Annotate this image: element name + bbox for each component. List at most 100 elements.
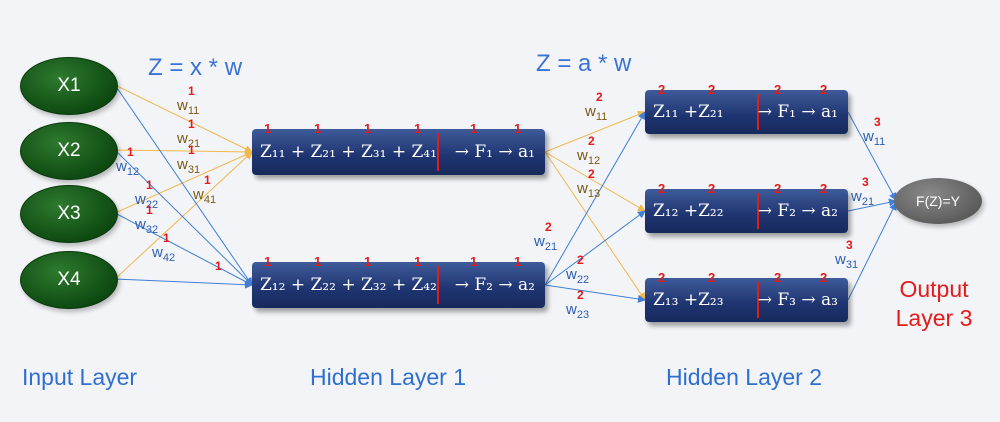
weight-symbol: w — [177, 130, 188, 147]
weight-layer-mark: 1 — [146, 178, 153, 192]
hidden-layer-1-label: Hidden Layer 1 — [310, 364, 466, 390]
input-node-x2: X2 — [20, 122, 118, 180]
weight-symbol: w — [116, 158, 127, 175]
input-layer-label: Input Layer — [22, 364, 138, 390]
neuron-activation: → F₂ → a₂ — [757, 201, 838, 221]
neuron-sum-terms: Z₁₂ + Z₂₂ + Z₃₂ + Z₄₂ — [260, 275, 437, 295]
weight-layer-mark-loose: 1 — [215, 259, 222, 273]
edge-x3-h1n2 — [114, 212, 253, 286]
weight-label-l2-w11: w11 2 — [585, 90, 608, 123]
weight-symbol: w — [577, 147, 588, 164]
layer2-term-mark: 2 — [774, 181, 782, 196]
weight-symbol: w — [152, 244, 163, 261]
layer1-term-mark: 1 — [314, 121, 322, 136]
weight-layer-mark: 2 — [577, 253, 584, 267]
weight-symbol: w — [566, 301, 577, 318]
weight-label-l2-w13: w13 2 — [577, 167, 601, 200]
layer1-term-mark: 1 — [514, 121, 522, 136]
weight-label-l3-w31: w31 3 — [835, 238, 859, 271]
weight-layer-mark: 2 — [545, 220, 552, 234]
weight-symbol: w — [135, 191, 146, 208]
edge-x1-h1n1 — [114, 84, 253, 153]
weight-layer-mark: 2 — [588, 134, 595, 148]
neuron-activation: → F₁ → a₁ — [454, 142, 535, 162]
weight-layer-mark: 1 — [127, 145, 134, 159]
weight-layer-mark: 1 — [204, 173, 211, 187]
neuron-sum-terms: Z₁₁ + Z₂₁ + Z₃₁ + Z₄₁ — [260, 142, 437, 162]
layer2-term-mark: 2 — [658, 270, 666, 285]
edge-h2n2-out — [847, 198, 897, 212]
formula-layer1: Z = x * w — [148, 54, 243, 81]
weight-label-l2-w12: w12 2 — [577, 134, 601, 167]
weight-symbol: w — [835, 251, 846, 268]
weight-index: 11 — [595, 111, 608, 123]
layer2-term-mark: 2 — [820, 181, 828, 196]
hidden1-neuron-1: Z₁₁ + Z₂₁ + Z₃₁ + Z₄₁ → F₁ → a₁ — [252, 129, 545, 175]
edge-h1n2-h2n2 — [544, 210, 646, 286]
edge-x2-h1n2 — [114, 149, 253, 286]
weight-symbol: w — [577, 180, 588, 197]
layer2-term-mark: 2 — [774, 82, 782, 97]
input-node-x4: X4 — [20, 251, 118, 309]
layer2-term-mark: 2 — [820, 82, 828, 97]
activation-divider — [757, 282, 759, 318]
weight-index: 31 — [845, 259, 859, 271]
output-layer-label: Output Layer 3 — [884, 275, 984, 333]
activation-divider — [757, 94, 759, 130]
neuron-sum-terms: Z₁₃ +Z₂₃ — [653, 290, 724, 310]
weight-index: 42 — [162, 252, 176, 264]
edge-x3-h1n1 — [114, 151, 253, 214]
layer1-term-mark: 1 — [264, 254, 272, 269]
edge-x4-h1n1 — [114, 151, 253, 280]
weight-index: 11 — [873, 136, 886, 148]
neuron-sum-terms: Z₁₁ +Z₂₁ — [653, 102, 724, 122]
neuron-activation: → F₃ → a₃ — [757, 290, 838, 310]
weight-layer-mark: 2 — [588, 167, 595, 181]
layer1-term-mark: 1 — [364, 121, 372, 136]
weight-symbol: w — [566, 266, 577, 283]
weight-symbol: w — [177, 97, 188, 114]
activation-divider — [757, 193, 759, 229]
layer2-term-mark: 2 — [708, 82, 716, 97]
weight-index: 12 — [587, 155, 601, 167]
weight-index: 13 — [587, 188, 601, 200]
hidden-layer-2-label: Hidden Layer 2 — [666, 364, 822, 390]
layer1-term-mark: 1 — [414, 121, 422, 136]
weight-index: 22 — [576, 274, 590, 286]
weight-layer-mark: 1 — [188, 84, 195, 98]
edge-h2n3-out — [847, 202, 897, 301]
layer2-term-mark: 2 — [708, 270, 716, 285]
layer1-term-mark: 1 — [470, 254, 478, 269]
activation-divider — [437, 133, 439, 171]
layer1-term-mark: 1 — [514, 254, 522, 269]
input-node-x1: X1 — [20, 57, 118, 115]
activation-divider — [437, 266, 439, 304]
hidden2-neuron-3: Z₁₃ +Z₂₃ → F₃ → a₃ — [645, 278, 848, 322]
weight-symbol: w — [193, 186, 204, 203]
weight-layer-mark: 3 — [846, 238, 853, 252]
weight-symbol: w — [177, 156, 188, 173]
edge-h1n2-h2n3 — [544, 284, 646, 303]
weight-layer-mark: 2 — [596, 90, 603, 104]
hidden2-neuron-2: Z₁₂ +Z₂₂ → F₂ → a₂ — [645, 189, 848, 233]
layer1-term-mark: 1 — [414, 254, 422, 269]
weight-index: 21 — [187, 138, 201, 150]
weight-index: 32 — [145, 224, 159, 236]
weight-index: 23 — [576, 309, 590, 321]
weight-layer-mark: 1 — [188, 143, 195, 157]
weight-layer-mark: 3 — [862, 175, 869, 189]
weight-symbol: w — [863, 128, 874, 145]
edge-h2n1-out — [847, 111, 897, 201]
weight-symbol: w — [585, 103, 596, 120]
neuron-activation: → F₁ → a₁ — [757, 102, 838, 122]
neuron-sum-terms: Z₁₂ +Z₂₂ — [653, 201, 724, 221]
